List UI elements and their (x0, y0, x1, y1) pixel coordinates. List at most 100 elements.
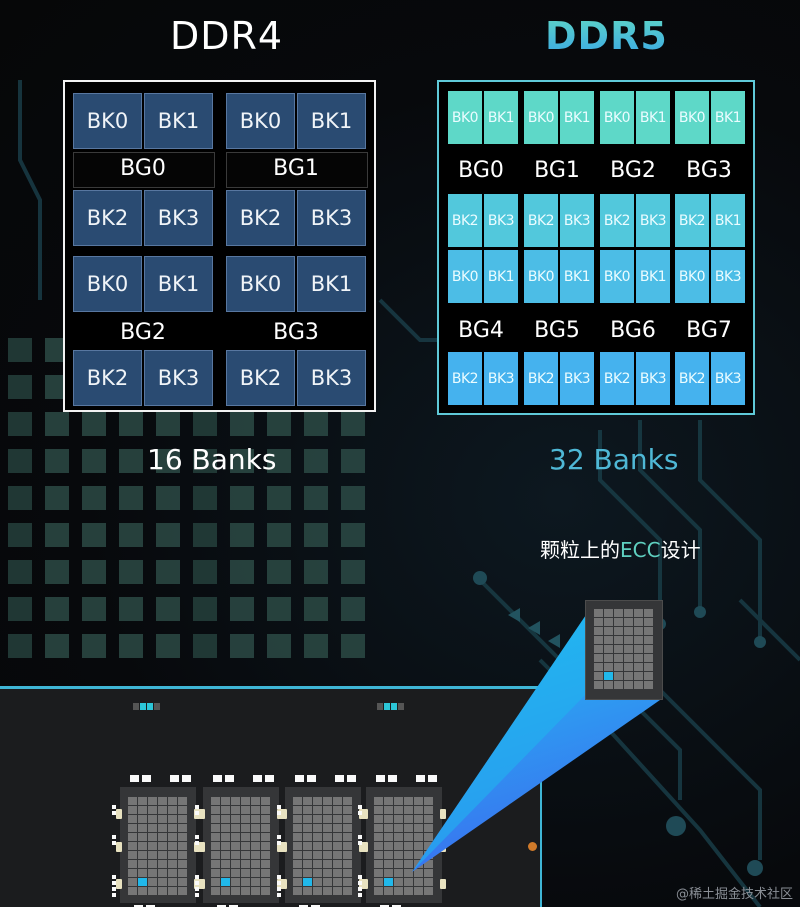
decorative-square (156, 523, 180, 547)
solder-dot (277, 811, 281, 815)
memory-chip (366, 787, 442, 903)
ddr4-bg1-bank-1: BK1 (297, 93, 366, 149)
status-led (133, 703, 139, 710)
memory-chip (203, 787, 279, 903)
decorative-square (82, 634, 106, 658)
chip-pad (281, 809, 287, 819)
decorative-square (230, 560, 254, 584)
decorative-square (267, 412, 291, 436)
solder-dot (195, 875, 199, 879)
smd-component (347, 775, 356, 782)
decorative-square (304, 449, 328, 473)
decorative-square (230, 634, 254, 658)
smd-component (335, 775, 344, 782)
solder-dot (358, 805, 362, 809)
chip-pad (362, 842, 368, 852)
ddr4-bg0-bank-2: BK2 (73, 190, 142, 246)
decorative-square (341, 597, 365, 621)
decorative-square (230, 449, 254, 473)
ddr5-bank-cell: BK2 (675, 352, 709, 405)
solder-dot (112, 841, 116, 845)
ddr4-bg3-label: BG3 (273, 320, 319, 345)
ddr4-bg2-bank-3: BK3 (144, 350, 213, 406)
solder-dot (277, 875, 281, 879)
smd-component (229, 905, 238, 907)
ddr5-bank-cell: BK0 (675, 250, 709, 303)
magnified-ecc-chip (585, 600, 663, 700)
ecc-caption-prefix: 颗粒上的 (540, 538, 620, 562)
solder-dot (358, 811, 362, 815)
smd-component (146, 905, 155, 907)
memory-chip (285, 787, 361, 903)
chip-pad (116, 879, 122, 889)
ddr5-bg1-label: BG1 (534, 158, 580, 183)
ddr5-bank-cell: BK2 (448, 194, 482, 247)
decorative-square (119, 449, 143, 473)
status-led (140, 703, 146, 710)
solder-dot (358, 887, 362, 891)
ddr5-bank-cell: BK0 (448, 91, 482, 144)
ddr5-bank-cell: BK1 (560, 91, 594, 144)
decorative-square (193, 597, 217, 621)
decorative-square (82, 560, 106, 584)
solder-dot (358, 875, 362, 879)
smd-component (392, 905, 401, 907)
decorative-square (45, 449, 69, 473)
smd-component (388, 775, 397, 782)
decorative-square (156, 486, 180, 510)
decorative-square (267, 560, 291, 584)
ddr5-bank-count: 32 Banks (549, 443, 679, 476)
ddr4-bg2-bank-1: BK1 (144, 256, 213, 312)
decorative-square (267, 449, 291, 473)
smd-component (253, 775, 262, 782)
decorative-square (230, 523, 254, 547)
status-led (154, 703, 160, 710)
decorative-square (119, 412, 143, 436)
smd-component (376, 775, 385, 782)
solder-dot (112, 893, 116, 897)
orange-indicator-dot (528, 842, 537, 851)
ddr5-bg4-label: BG4 (458, 318, 504, 343)
solder-dot (358, 841, 362, 845)
ddr4-bg0-bank-1: BK1 (144, 93, 213, 149)
ddr5-bank-cell: BK1 (484, 91, 518, 144)
smd-component (134, 905, 143, 907)
decorative-square (193, 486, 217, 510)
decorative-square (45, 412, 69, 436)
decorative-square (8, 634, 32, 658)
ddr5-bank-cell: BK3 (560, 194, 594, 247)
chip-pad (281, 842, 287, 852)
ddr4-bg1-label-box (226, 152, 368, 188)
ddr5-bank-cell: BK1 (711, 91, 745, 144)
ddr4-bg1-bank-0: BK0 (226, 93, 295, 149)
decorative-square (341, 412, 365, 436)
ddr5-bg3-label: BG3 (686, 158, 732, 183)
smd-component (311, 905, 320, 907)
decorative-square (156, 412, 180, 436)
solder-dot (195, 887, 199, 891)
decorative-square (230, 486, 254, 510)
ddr5-bank-cell: BK3 (484, 194, 518, 247)
status-led (398, 703, 404, 710)
solder-dot (277, 805, 281, 809)
chip-pad (277, 842, 283, 852)
decorative-square (193, 412, 217, 436)
solder-dot (277, 887, 281, 891)
ddr5-bank-cell: BK3 (560, 352, 594, 405)
status-led (147, 703, 153, 710)
ddr5-bank-cell: BK1 (636, 250, 670, 303)
decorative-square (82, 523, 106, 547)
decorative-square (156, 560, 180, 584)
decorative-square (230, 412, 254, 436)
chip-pad (281, 879, 287, 889)
memory-cell-grid (594, 609, 653, 689)
decorative-square (119, 634, 143, 658)
decorative-square (341, 449, 365, 473)
decorative-square (119, 486, 143, 510)
ddr5-bank-cell: BK2 (600, 194, 634, 247)
decorative-square (82, 486, 106, 510)
decorative-square (82, 449, 106, 473)
ddr5-bank-cell: BK1 (711, 194, 745, 247)
ddr5-bank-cell: BK0 (524, 91, 558, 144)
